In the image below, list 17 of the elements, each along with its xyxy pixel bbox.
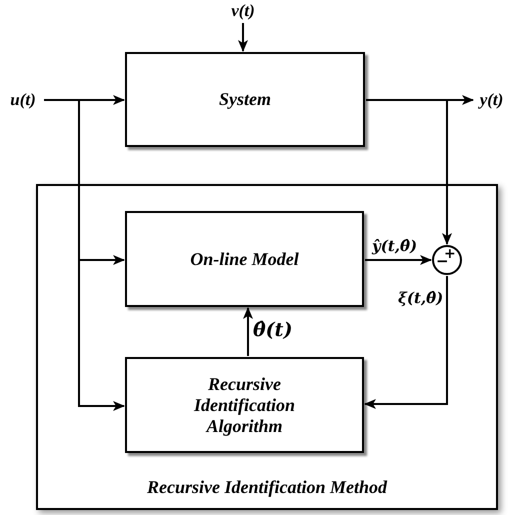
edge-label: ŷ(t,θ̂) — [372, 236, 418, 256]
signal-arrow — [366, 99, 452, 245]
process-block: Recursive Identification Algorithm — [125, 357, 364, 453]
signal-label: y(t) — [474, 89, 509, 111]
process-block: On-line Model — [125, 211, 364, 307]
edge-label: ξ(t,θ̂) — [398, 288, 444, 308]
process-block: System — [125, 52, 365, 147]
signal-arrow — [364, 276, 448, 409]
edge-label: θ̂(t) — [253, 320, 292, 340]
signal-label: v(t) — [226, 0, 260, 22]
signal-arrow — [238, 23, 248, 52]
signal-arrow — [243, 307, 253, 356]
method-frame — [36, 184, 498, 510]
signal-arrow — [365, 255, 432, 265]
summing-junction — [432, 245, 462, 275]
signal-label: u(t) — [3, 89, 43, 111]
frame-title: Recursive Identification Method — [146, 477, 388, 498]
